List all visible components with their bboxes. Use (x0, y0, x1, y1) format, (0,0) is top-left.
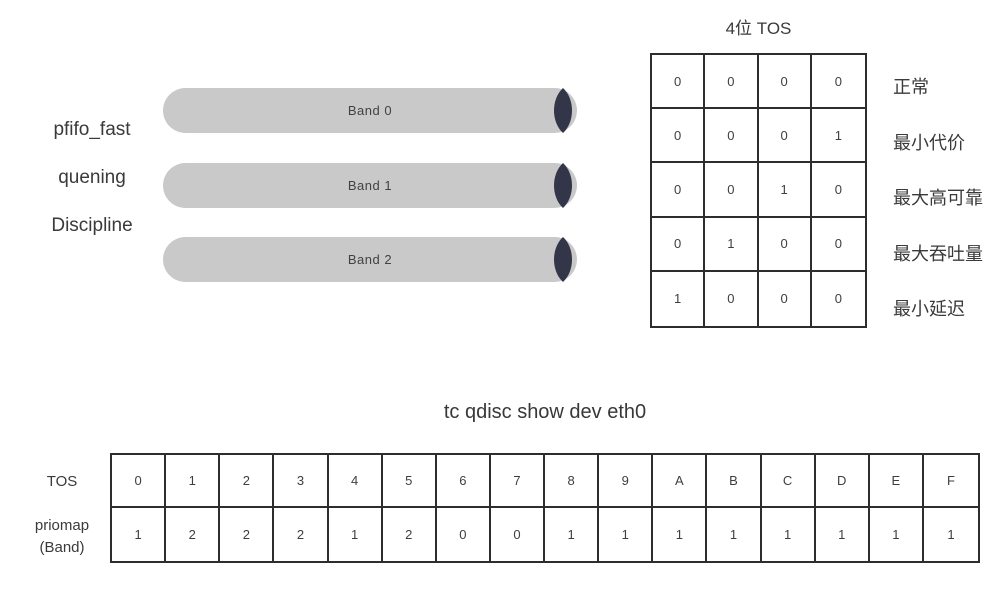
priomap-value-cell: 1 (545, 508, 600, 561)
qdisc-name-line-1: pfifo_fast (53, 119, 131, 140)
tos-bit-cell: 1 (811, 109, 865, 164)
tos-bit-cell: 0 (758, 55, 812, 110)
tos-class-label: 最小代价 (893, 133, 965, 153)
priomap-value-cell: 2 (274, 508, 329, 561)
cylinder-end-cap-icon (554, 163, 572, 208)
tos-value-cell: E (869, 455, 924, 508)
tos-value-cell: A (653, 455, 708, 508)
priomap-value-cell: 2 (220, 508, 275, 561)
band-1-label: Band 1 (347, 178, 393, 193)
tos-class-label: 最大吞吐量 (893, 244, 983, 264)
priomap-value-cell: 2 (383, 508, 437, 561)
priomap-value-cell: 0 (437, 508, 491, 561)
band-0-label: Band 0 (347, 103, 393, 118)
priomap-row-header-line-1: priomap (34, 517, 90, 534)
qdisc-name-label: pfifo_fast quening Discipline (22, 106, 162, 250)
tos-bit-cell: 1 (652, 271, 706, 326)
tos-value-cell: 3 (274, 455, 329, 508)
tos-bit-cell: 0 (834, 291, 842, 307)
tos-bit-cell: 0 (652, 217, 706, 272)
priomap-value-cell: 1 (653, 508, 708, 561)
tos-bit-cell: 0 (652, 109, 706, 164)
band-2-label: Band 2 (347, 252, 393, 267)
priomap-value-cell: 1 (599, 508, 654, 561)
tos-bit-cell: 1 (758, 163, 812, 218)
tos-value-cell: 2 (220, 455, 275, 508)
priomap-value-cell: 1 (329, 508, 383, 561)
tos-value-cell: 5 (382, 455, 437, 508)
tos-value-cell: 9 (599, 455, 654, 508)
tos-class-label: 最小延迟 (893, 299, 965, 319)
tos-bit-cell: 0 (705, 55, 759, 110)
tos-table-title: 4位 TOS (725, 19, 792, 38)
tos-value-cell: C (761, 455, 816, 508)
priomap-value-cell: 1 (947, 527, 955, 542)
tos-bit-cell: 0 (759, 271, 812, 326)
priomap-table: 0 1 2 3 4 5 6 7 8 9 A B C D E F 1 2 2 2 … (110, 453, 980, 563)
band-2-bar: Band 2 (163, 237, 577, 282)
tos-row-header: TOS (46, 473, 78, 490)
tos-value-cell: 7 (490, 455, 545, 508)
tos-value-cell: 4 (328, 455, 383, 508)
tos-bit-cell: 0 (758, 109, 812, 164)
tos-value-cell: B (707, 455, 762, 508)
tos-bit-cell: 0 (652, 163, 706, 218)
tos-value-cell: D (815, 455, 870, 508)
tos-value-cell: 8 (545, 455, 600, 508)
tos-bit-cell: 0 (705, 271, 759, 326)
tos-bit-cell: 0 (705, 163, 759, 218)
priomap-value-cell: 1 (816, 508, 870, 561)
cylinder-end-cap-icon (554, 237, 572, 282)
band-0-bar: Band 0 (163, 88, 577, 133)
priomap-value-cell: 0 (491, 508, 545, 561)
tos-bit-cell: 1 (705, 217, 759, 272)
tos-class-label: 正常 (893, 77, 929, 97)
tos-bit-cell: 0 (811, 163, 865, 218)
qdisc-name-line-3: Discipline (51, 215, 133, 236)
qdisc-name-line-2: quening (58, 167, 126, 188)
tos-class-label: 最大高可靠 (893, 188, 983, 208)
tos-bits-table: 0 0 0 0 0 0 0 1 0 0 1 0 0 1 0 0 1 0 0 0 (650, 53, 867, 328)
priomap-value-cell: 1 (870, 508, 924, 561)
priomap-section-title: tc qdisc show dev eth0 (443, 401, 647, 423)
tos-bit-cell: 0 (811, 218, 865, 272)
tos-value-cell: 1 (166, 455, 221, 508)
priomap-value-cell: 1 (762, 508, 816, 561)
tos-bit-cell: 0 (758, 217, 812, 272)
band-1-bar: Band 1 (163, 163, 577, 208)
priomap-value-cell: 1 (707, 508, 762, 561)
tos-bit-cell: 0 (705, 109, 759, 164)
tos-value-cell: F (923, 455, 978, 508)
priomap-row-header: priomap (Band) (18, 515, 106, 559)
tos-bit-cell: 0 (811, 55, 865, 110)
cylinder-end-cap-icon (554, 88, 572, 133)
tos-bit-cell: 0 (652, 55, 706, 110)
priomap-value-cell: 1 (112, 508, 167, 561)
tos-value-cell: 0 (112, 455, 167, 508)
priomap-value-cell: 2 (166, 508, 221, 561)
tos-value-cell: 6 (436, 455, 491, 508)
priomap-row-header-line-2: (Band) (39, 539, 85, 556)
